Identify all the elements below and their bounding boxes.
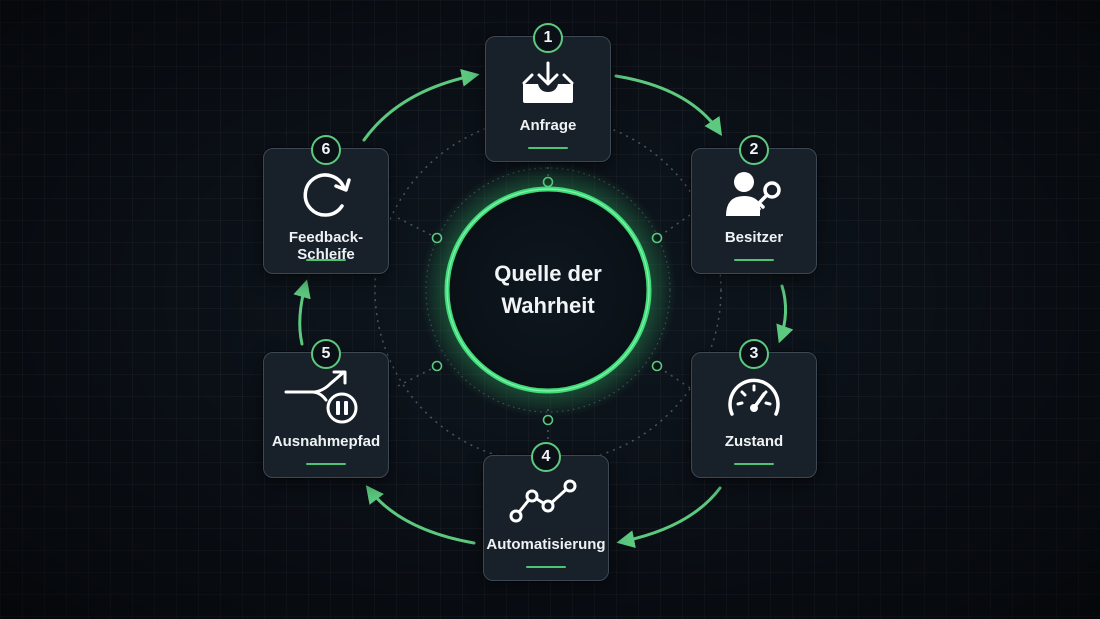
arrow-3-to-4 bbox=[616, 486, 722, 548]
arrow-5-to-6 bbox=[293, 279, 311, 346]
step-underline bbox=[306, 463, 346, 465]
center-title-line-2: Wahrheit bbox=[501, 293, 595, 318]
step-number-badge: 1 bbox=[533, 23, 563, 53]
step-underline bbox=[734, 463, 774, 465]
step-card-besitzer: 2 Besitzer bbox=[691, 135, 817, 274]
gauge-icon bbox=[692, 371, 816, 425]
spoke-dot-3 bbox=[651, 360, 663, 372]
refresh-icon bbox=[264, 167, 388, 221]
step-number-badge: 2 bbox=[739, 135, 769, 165]
step-number-badge: 4 bbox=[531, 442, 561, 472]
spoke-3 bbox=[656, 365, 691, 389]
inbox-download-icon bbox=[486, 55, 610, 109]
arrow-1-to-2 bbox=[614, 74, 722, 136]
user-key-icon bbox=[692, 167, 816, 221]
step-label: Zustand bbox=[724, 433, 784, 450]
spoke-6 bbox=[397, 217, 438, 239]
step-label: Automatisierung bbox=[486, 536, 606, 553]
arrow-6-to-1 bbox=[362, 68, 480, 142]
step-number-badge: 6 bbox=[311, 135, 341, 165]
spoke-dot-5 bbox=[431, 360, 443, 372]
step-underline bbox=[306, 259, 346, 261]
center-disc bbox=[447, 189, 649, 391]
step-card-zustand: 3 Zustand bbox=[691, 339, 817, 478]
branch-pause-icon bbox=[264, 370, 388, 425]
spoke-5 bbox=[397, 365, 438, 387]
arrow-2-to-3 bbox=[776, 284, 794, 344]
step-card-automatisierung: 4 Automatisierung bbox=[483, 442, 609, 581]
step-label: Anfrage bbox=[519, 117, 577, 134]
step-underline bbox=[526, 566, 566, 568]
arrow-4-to-5 bbox=[365, 485, 476, 545]
step-underline bbox=[734, 259, 774, 261]
step-label: Feedback-Schleife bbox=[288, 229, 364, 263]
step-label: Besitzer bbox=[724, 229, 784, 246]
step-number-badge: 5 bbox=[311, 339, 341, 369]
step-card-anfrage: 1 Anfrage bbox=[485, 23, 611, 162]
center-ring-highlight bbox=[446, 188, 650, 392]
workflow-nodes-icon bbox=[484, 474, 608, 528]
step-card-feedback-schleife: 6 Feedback-Schleife bbox=[263, 135, 389, 274]
center-title-line-1: Quelle der bbox=[494, 261, 602, 286]
outer-orbit-ring bbox=[374, 116, 722, 464]
step-card-ausnahmepfad: 5 Ausnahmepfad bbox=[263, 339, 389, 478]
step-label: Ausnahmepfad bbox=[271, 433, 381, 450]
step-underline bbox=[528, 147, 568, 149]
step-number-badge: 3 bbox=[739, 339, 769, 369]
cycle-arrows bbox=[293, 68, 794, 548]
center-title: Quelle der Wahrheit bbox=[448, 240, 648, 340]
